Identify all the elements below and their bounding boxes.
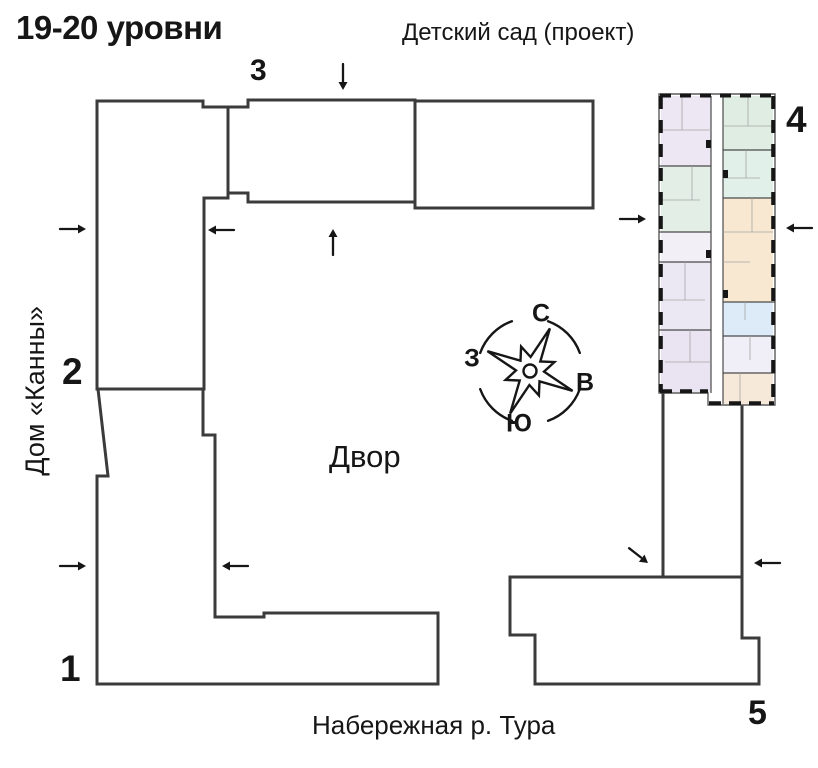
entrance-arrow-b5-left xyxy=(754,558,782,568)
building-3-number: 3 xyxy=(250,54,267,87)
compass-rose xyxy=(479,320,581,422)
facade-window-marks xyxy=(658,93,776,406)
building-1-number: 1 xyxy=(60,648,81,689)
kindergarten-label: Детский сад (проект) xyxy=(402,19,635,46)
apartment-block[interactable] xyxy=(723,373,773,404)
door-marks xyxy=(706,140,728,298)
apartment-block[interactable] xyxy=(723,198,773,302)
house-kanny-label: Дом «Канны» xyxy=(20,306,51,476)
building-1-outline xyxy=(95,387,440,686)
entrance-arrow-b4-right xyxy=(618,214,646,224)
compass-west-label: З xyxy=(464,344,480,373)
entrance-arrow-b1-right xyxy=(58,561,86,571)
page-title: 19-20 уровни xyxy=(16,9,223,46)
building-5-outline xyxy=(508,575,761,686)
apartment-block[interactable] xyxy=(723,302,773,336)
apartment-block[interactable] xyxy=(723,150,773,198)
embankment-label: Набережная р. Тура xyxy=(312,710,556,740)
compass-center-icon xyxy=(522,363,538,379)
entrance-arrow-courtyard-upper-left xyxy=(208,225,236,235)
compass-south-label: Ю xyxy=(506,409,532,438)
building-3-right-outline xyxy=(413,99,595,210)
apartment-block[interactable] xyxy=(661,166,711,232)
entrance-arrow-b4-left xyxy=(786,223,814,233)
apartment-block[interactable] xyxy=(661,232,711,262)
apartment-dividers xyxy=(659,149,775,374)
building-3-left-outline xyxy=(226,98,417,204)
apartment-block[interactable] xyxy=(661,96,711,166)
building-2-outline xyxy=(95,99,230,391)
entrance-arrow-b5-diagonal xyxy=(627,547,648,563)
compass-east-label: В xyxy=(575,368,595,397)
building-2-number: 2 xyxy=(62,351,83,392)
apartment-block[interactable] xyxy=(661,330,711,392)
floorplan-building-4 xyxy=(658,93,776,406)
entrance-arrow-courtyard-up xyxy=(328,229,338,257)
compass-north-label: С xyxy=(531,299,551,328)
apartment-block[interactable] xyxy=(661,262,711,330)
building-5-number: 5 xyxy=(748,694,767,732)
courtyard-label: Двор xyxy=(329,439,401,474)
room-partition-lines xyxy=(661,96,773,404)
apartment-block[interactable] xyxy=(723,336,773,373)
entrance-arrow-top-down xyxy=(338,62,348,90)
building-4-number: 4 xyxy=(786,99,807,140)
entrance-arrow-courtyard-lower-left xyxy=(222,561,250,571)
entrance-arrow-b2-right xyxy=(58,224,86,234)
